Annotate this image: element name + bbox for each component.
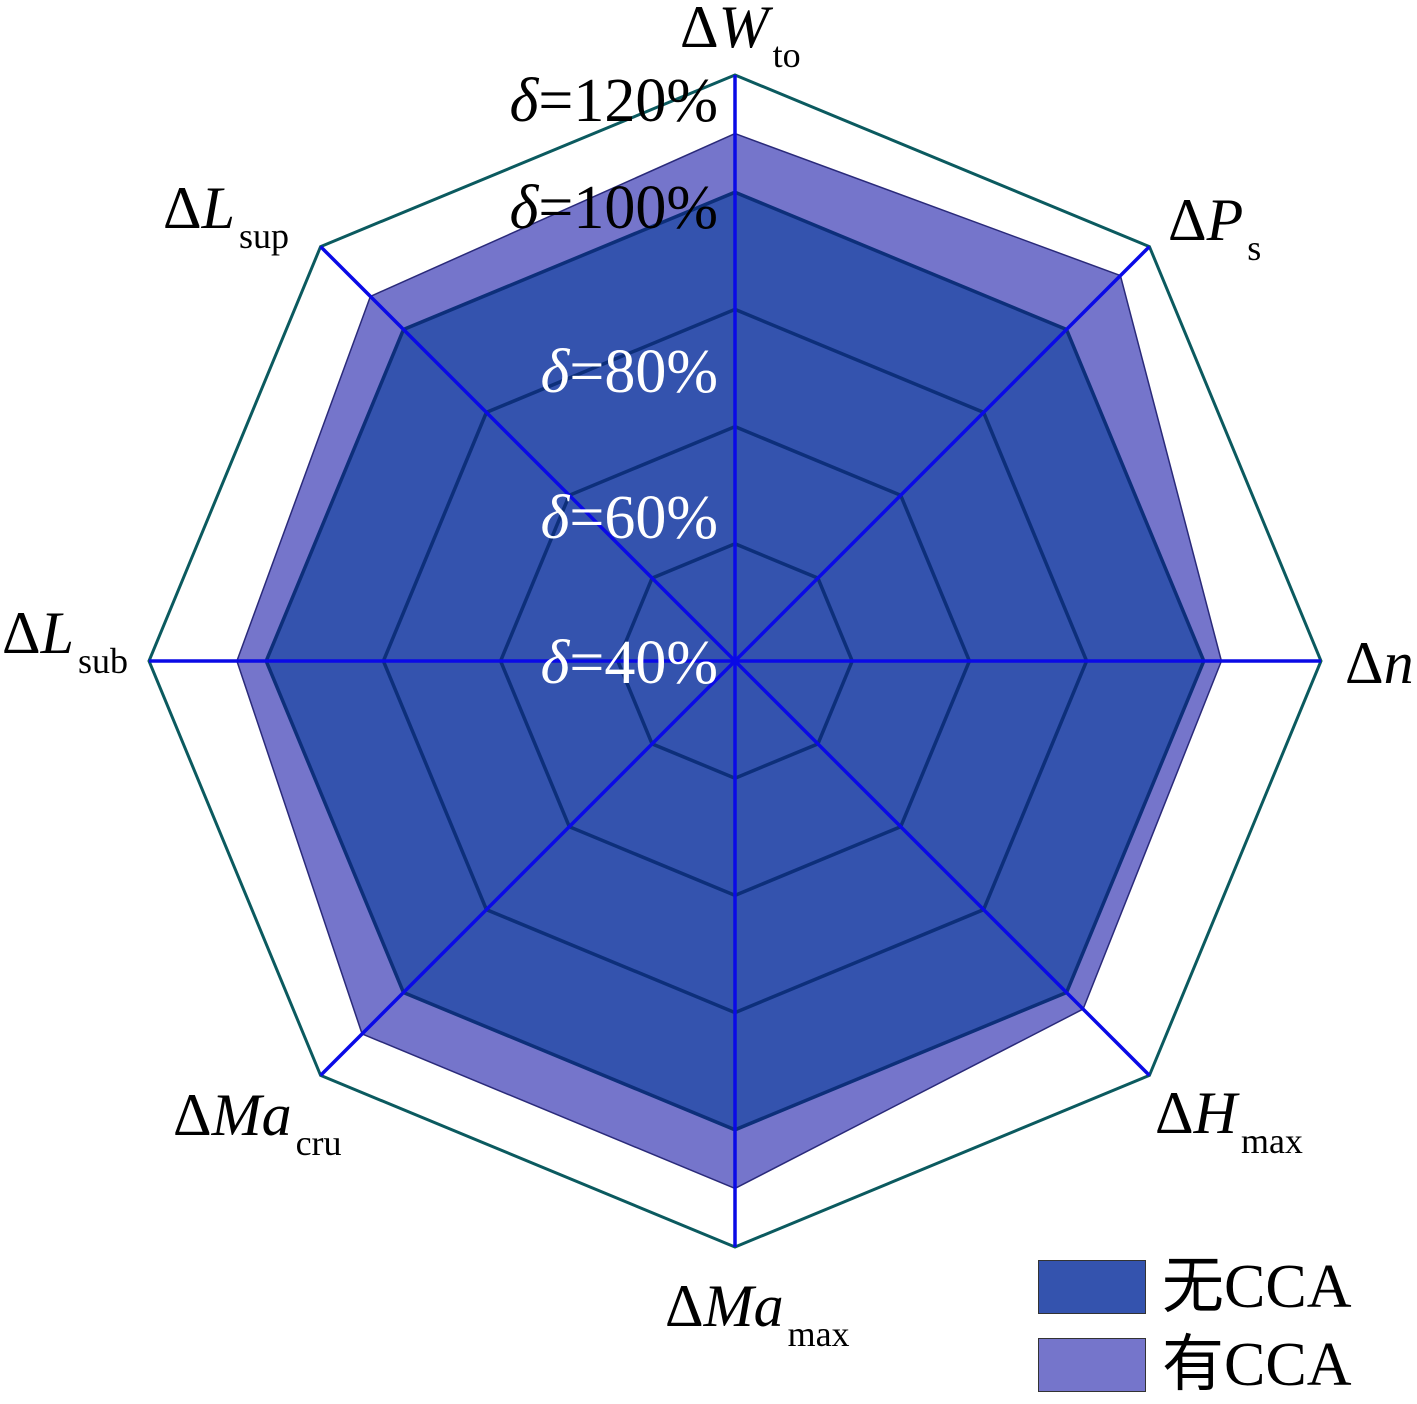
axis-line-3	[733, 659, 1151, 1077]
axis-line-5	[319, 659, 737, 1077]
legend: 无CCA 有CCA	[1038, 1248, 1351, 1404]
ring-label-40: δ=40%	[541, 629, 718, 697]
legend-item-with-cca: 有CCA	[1038, 1326, 1351, 1404]
ring-label-60: δ=60%	[541, 484, 718, 552]
axis-line-1	[733, 245, 1151, 663]
legend-label-with-cca: 有CCA	[1162, 1331, 1352, 1399]
ring-label-100: δ=100%	[510, 174, 718, 242]
axis-label-2: Δn	[1345, 630, 1414, 696]
legend-item-without-cca: 无CCA	[1038, 1248, 1351, 1326]
legend-swatch-with-cca	[1038, 1338, 1146, 1392]
ring-label-120: δ=120%	[510, 67, 718, 135]
legend-label-without-cca: 无CCA	[1162, 1253, 1352, 1321]
axis-line-7	[319, 245, 737, 663]
ring-label-80: δ=80%	[541, 338, 718, 406]
legend-swatch-without-cca	[1038, 1260, 1146, 1314]
